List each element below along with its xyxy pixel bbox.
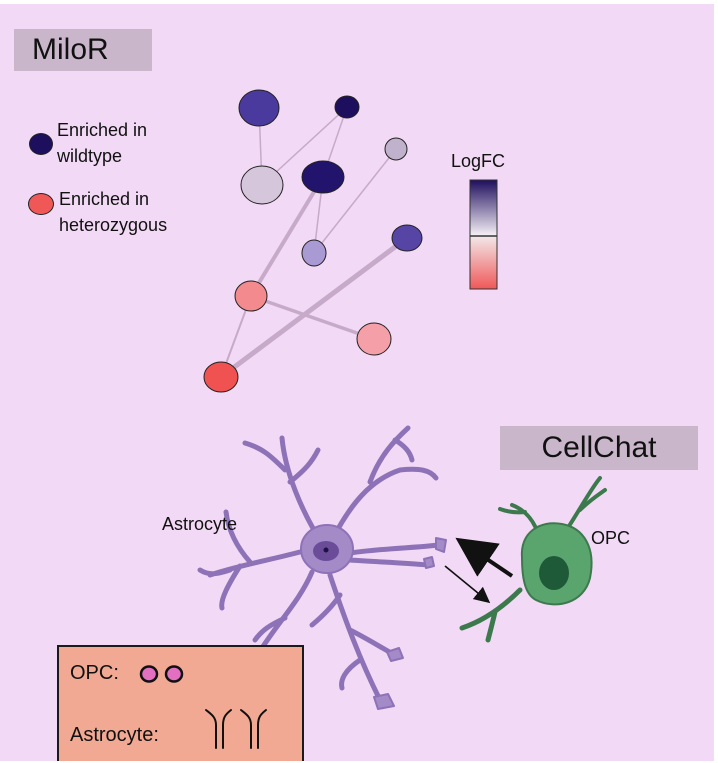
key-astrocyte-label: Astrocyte: xyxy=(70,724,159,746)
wildtype-legend-line2: wildtype xyxy=(57,146,123,166)
wildtype-legend-dot xyxy=(29,133,53,155)
signaling-arrows xyxy=(444,537,514,604)
wildtype-legend-line1: Enriched in xyxy=(57,120,148,140)
graph-node xyxy=(301,239,327,267)
graph-node xyxy=(240,165,284,205)
heterozygous-legend-label: Enriched in heterozygous xyxy=(59,186,167,238)
milor-title: MiloR xyxy=(14,29,152,71)
graph-edge xyxy=(313,148,397,254)
graph-node xyxy=(203,361,239,393)
wildtype-legend-label: Enriched in wildtype xyxy=(57,117,147,169)
graph-node xyxy=(356,322,392,356)
astrocyte-label: Astrocyte xyxy=(162,514,238,534)
receptor-key-icons xyxy=(139,665,267,749)
arrow-opc-to-astrocyte xyxy=(455,537,514,578)
graph-node xyxy=(391,224,423,252)
key-opc-label: OPC: xyxy=(70,662,119,684)
opc-receptor-icon xyxy=(139,665,184,683)
neighbourhood-graph-nodes xyxy=(203,89,423,393)
graph-node xyxy=(334,95,360,119)
graph-edge xyxy=(249,175,325,298)
graph-node xyxy=(238,89,280,127)
logfc-colorbar xyxy=(469,179,498,290)
receptor-key-box: OPC: Astrocyte: xyxy=(57,645,304,761)
heterozygous-legend-line2: heterozygous xyxy=(59,215,168,235)
opc-label: OPC xyxy=(591,528,631,548)
heterozygous-legend-dot xyxy=(28,193,54,215)
astrocyte-receptor-icon xyxy=(205,709,267,749)
astrocyte-cell xyxy=(197,425,447,710)
graph-edge xyxy=(218,235,410,380)
heterozygous-legend-line1: Enriched in xyxy=(59,189,150,209)
graph-node xyxy=(234,280,268,312)
graph-node xyxy=(301,160,345,194)
graph-node xyxy=(384,137,408,161)
arrow-astrocyte-to-opc xyxy=(444,565,491,604)
opc-cell xyxy=(459,476,607,643)
logfc-title: LogFC xyxy=(451,151,506,171)
graph-edge xyxy=(249,294,376,341)
cellchat-title: CellChat xyxy=(500,426,698,470)
